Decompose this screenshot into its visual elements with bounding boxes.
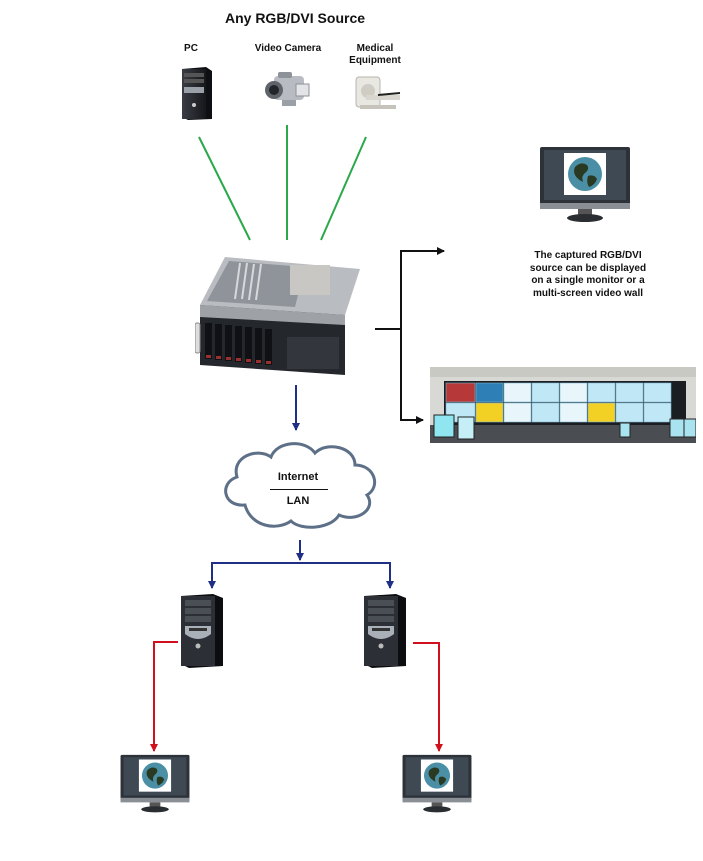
link-client1-to-monitor: [150, 641, 178, 752]
rack-server-icon: [195, 257, 360, 375]
link-pc-to-server: [198, 136, 251, 241]
video-camera-icon: [265, 72, 310, 106]
client-monitor-2-icon: [402, 754, 472, 813]
medical-scanner-icon: [355, 76, 401, 109]
desktop-tower-icon: [182, 67, 212, 120]
link-client2-to-monitor: [413, 642, 443, 752]
source-label-medical-line2: Equipment: [349, 55, 401, 66]
link-server-to-displays: [375, 247, 445, 424]
client-monitor-1-icon: [120, 754, 190, 813]
network-label-lan: LAN: [286, 495, 310, 507]
video-wall-icon: [430, 367, 696, 443]
caption-line-3: on a single monitor or a: [531, 275, 645, 286]
caption-line-4: multi-screen video wall: [532, 287, 644, 299]
source-label-pc: PC: [184, 43, 198, 54]
caption-line-1: The captured RGB/DVI: [534, 250, 642, 261]
link-network-to-clients: [208, 540, 394, 589]
source-label-medical-equipment: Medical Equipment: [340, 43, 410, 67]
network-label-internet: Internet: [277, 471, 319, 483]
client-computer-2-icon: [364, 594, 406, 668]
output-caption: The captured RGB/DVI source can be displ…: [503, 250, 673, 300]
diagram-title: Any RGB/DVI Source: [224, 10, 366, 26]
source-label-video-camera: Video Camera: [254, 43, 322, 54]
caption-line-2: source can be displayed: [529, 262, 647, 274]
link-medical-to-server: [320, 136, 367, 241]
source-label-medical-line1: Medical: [356, 43, 394, 54]
monitor-globe-icon: [540, 147, 630, 222]
client-computer-1-icon: [181, 594, 223, 668]
cloud-icon: [224, 442, 377, 529]
network-divider: [270, 489, 328, 490]
